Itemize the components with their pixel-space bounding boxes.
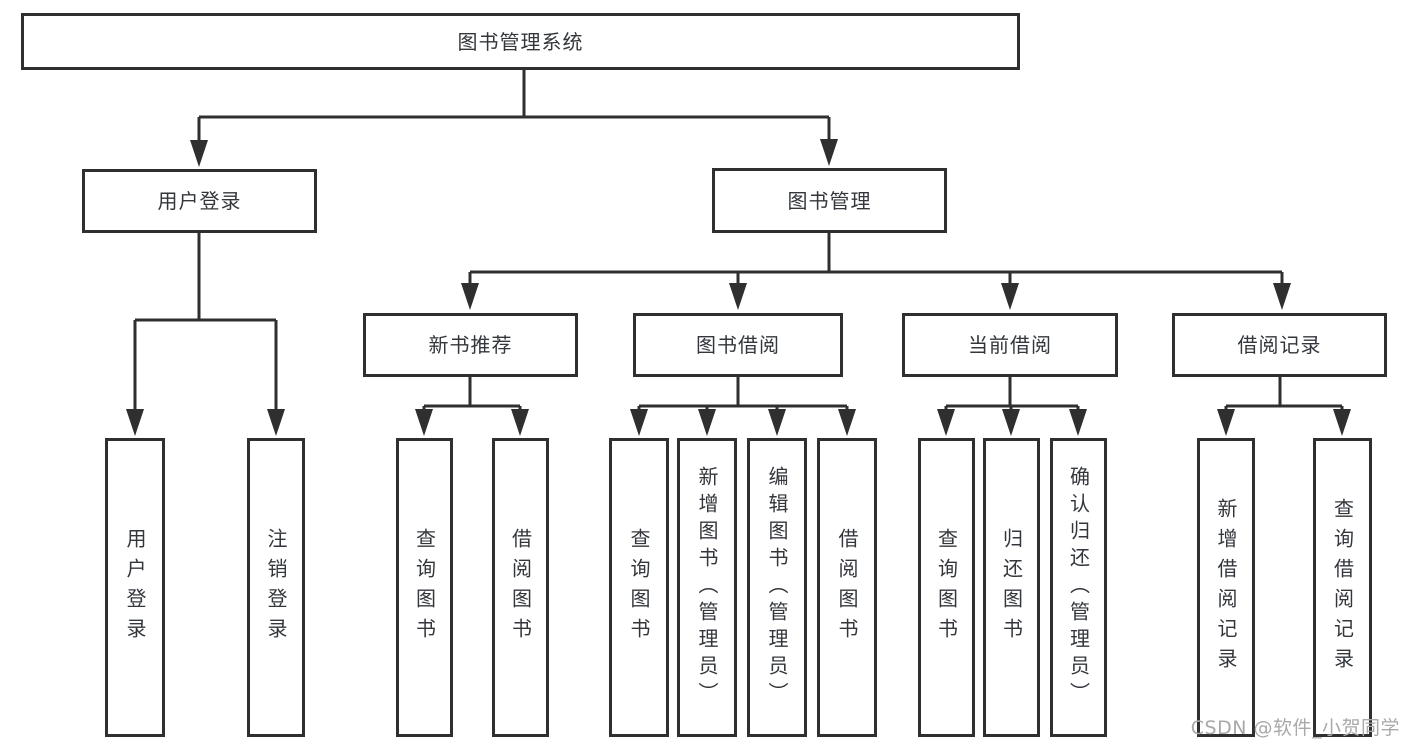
leaf-label: 查询图书	[934, 527, 959, 648]
node-leaf-bb-query-books: 查询图书	[609, 438, 669, 737]
node-new-book-recommend: 新书推荐	[363, 313, 578, 377]
node-root-system: 图书管理系统	[21, 13, 1020, 70]
node-leaf-bb-edit-books: 编辑图书（管理员）	[747, 438, 807, 737]
node-leaf-nbr-query-books: 查询图书	[396, 438, 453, 737]
leaf-label: 新增图书（管理员）	[695, 466, 719, 709]
leaf-label: 新增借阅记录	[1214, 497, 1238, 678]
node-leaf-user-login: 用户登录	[105, 438, 165, 737]
node-book-management: 图书管理	[712, 168, 947, 233]
leaf-label: 查询图书	[412, 527, 437, 648]
leaf-label: 查询借阅记录	[1330, 497, 1355, 678]
node-leaf-cb-return-books: 归还图书	[983, 438, 1040, 737]
node-leaf-nbr-borrow-books: 借阅图书	[492, 438, 549, 737]
node-user-login: 用户登录	[82, 169, 317, 233]
leaf-label: 归还图书	[999, 527, 1024, 648]
leaf-label: 借阅图书	[835, 527, 859, 648]
node-leaf-logout: 注销登录	[247, 438, 305, 737]
leaf-label: 确认归还（管理员）	[1066, 466, 1091, 709]
node-leaf-cb-confirm-return: 确认归还（管理员）	[1050, 438, 1107, 737]
node-leaf-bb-borrow-books: 借阅图书	[817, 438, 877, 737]
node-leaf-bb-add-books: 新增图书（管理员）	[677, 438, 737, 737]
leaf-label: 编辑图书（管理员）	[765, 466, 789, 709]
node-current-borrow: 当前借阅	[902, 313, 1118, 377]
node-borrow-records: 借阅记录	[1172, 313, 1387, 377]
leaf-label: 借阅图书	[508, 527, 533, 648]
node-leaf-cb-query-books: 查询图书	[918, 438, 975, 737]
csdn-watermark: CSDN @软件_小贺同学	[1190, 717, 1400, 739]
node-leaf-br-add-record: 新增借阅记录	[1197, 438, 1255, 737]
leaf-label: 用户登录	[123, 527, 147, 648]
leaf-label: 注销登录	[264, 527, 288, 648]
leaf-label: 查询图书	[627, 527, 651, 648]
node-book-borrow: 图书借阅	[633, 313, 843, 377]
node-leaf-br-query-record: 查询借阅记录	[1313, 438, 1372, 737]
